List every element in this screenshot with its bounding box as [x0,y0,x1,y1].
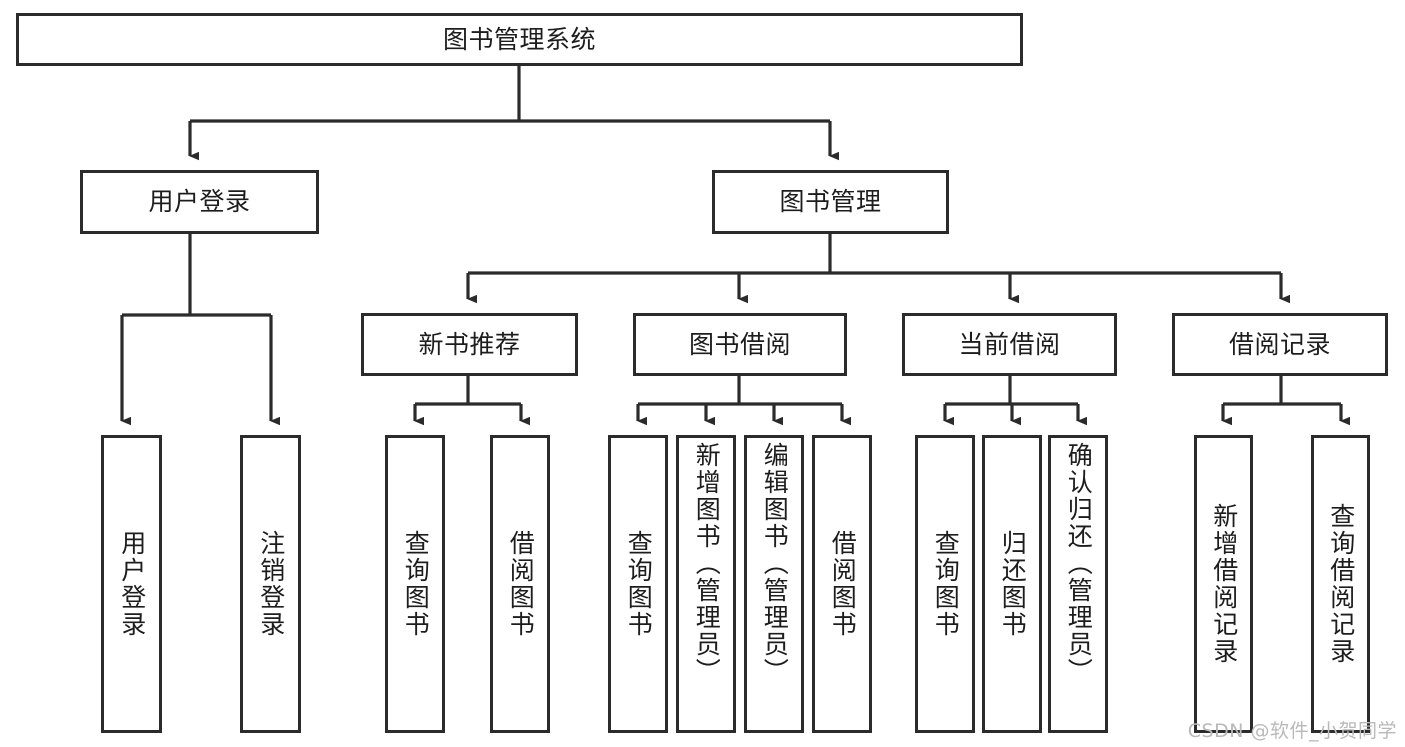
node-user-login[interactable]: 用户登录 [80,170,319,234]
leaf-book-borrow-4[interactable]: 借阅图书 [812,435,872,733]
leaf-current-borrow-3[interactable]: 确认归还（管理员） [1048,435,1108,733]
leaf-borrow-record-2[interactable]: 查询借阅记录 [1311,435,1370,733]
node-label: 图书借阅 [688,329,791,359]
node-root-book-management-system[interactable]: 图书管理系统 [16,13,1023,66]
node-label: 查询图书 [624,530,654,638]
leaf-book-borrow-2[interactable]: 新增图书（管理员） [676,435,736,733]
node-borrow-record[interactable]: 借阅记录 [1172,313,1388,376]
node-label: 查询借阅记录 [1326,503,1356,665]
node-label: 查询图书 [401,530,431,638]
node-label: 注销登录 [256,530,286,638]
node-book-borrow[interactable]: 图书借阅 [633,313,847,376]
node-new-book-recommend[interactable]: 新书推荐 [361,313,578,376]
leaf-new-book-recommend-2[interactable]: 借阅图书 [490,435,550,733]
node-label: 新书推荐 [418,329,521,359]
node-label: 用户登录 [148,187,251,217]
node-label: 当前借阅 [958,329,1061,359]
node-label: 图书管理系统 [442,24,596,54]
leaf-book-borrow-1[interactable]: 查询图书 [608,435,668,733]
node-label: 借阅记录 [1228,329,1331,359]
node-label: 新增借阅记录 [1209,503,1239,665]
connector-lines [120,66,1350,426]
leaf-new-book-recommend-1[interactable]: 查询图书 [385,435,445,733]
node-label: 用户登录 [117,530,147,638]
leaf-borrow-record-1[interactable]: 新增借阅记录 [1194,435,1253,733]
node-label: 查询图书 [931,530,961,638]
node-label: 借阅图书 [828,530,858,638]
csdn-watermark: CSDN @软件_小贺同学 [1187,720,1397,742]
node-book-management[interactable]: 图书管理 [712,170,949,234]
node-current-borrow[interactable]: 当前借阅 [902,313,1117,376]
leaf-book-borrow-3[interactable]: 编辑图书（管理员） [744,435,804,733]
node-label: 归还图书 [998,530,1028,638]
leaf-user-login-1[interactable]: 用户登录 [101,435,162,733]
leaf-user-login-2[interactable]: 注销登录 [240,435,301,733]
leaf-current-borrow-1[interactable]: 查询图书 [915,435,975,733]
node-label: 确认归还（管理员） [1064,442,1094,685]
leaf-current-borrow-2[interactable]: 归还图书 [982,435,1042,733]
node-label: 图书管理 [779,187,882,217]
node-label: 借阅图书 [506,530,536,638]
node-label: 编辑图书（管理员） [760,442,790,685]
node-label: 新增图书（管理员） [692,442,722,685]
